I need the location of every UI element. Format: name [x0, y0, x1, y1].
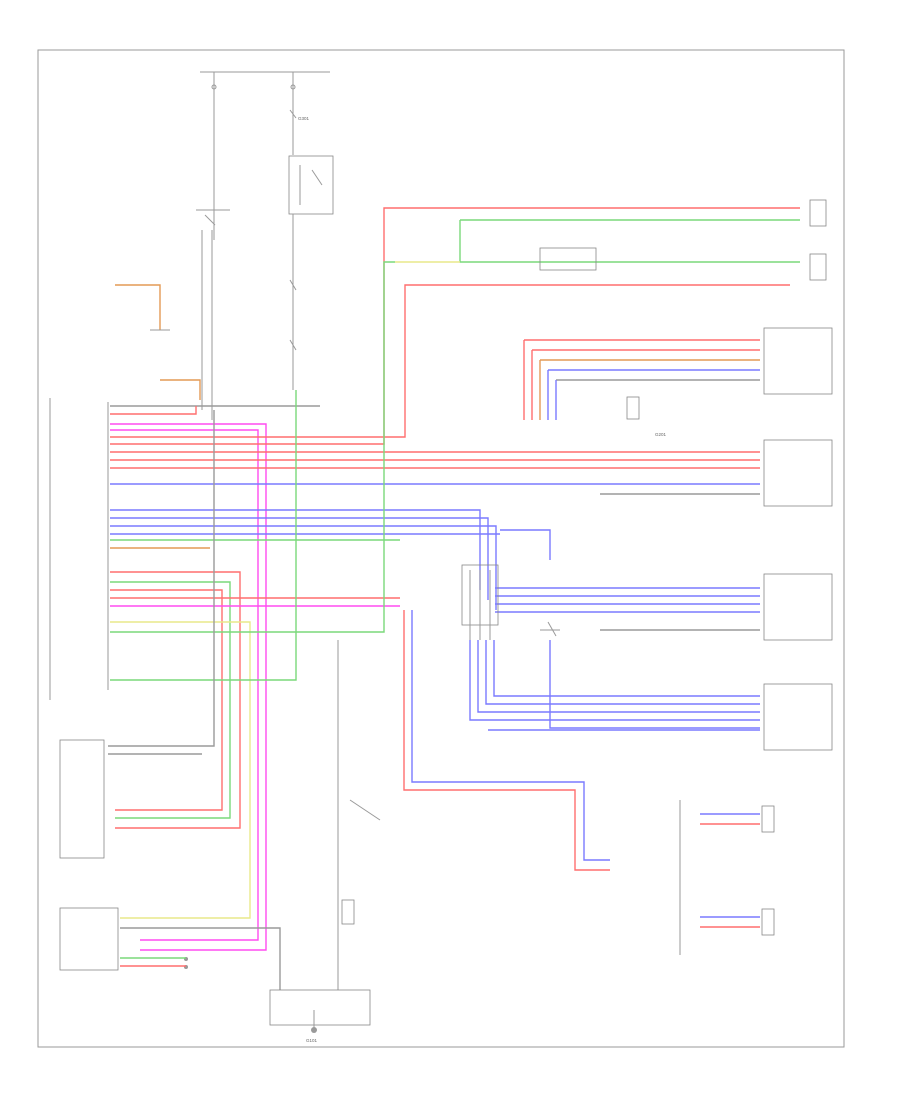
engine-control-module-connection — [115, 284, 201, 400]
rear-tensioner-wires — [403, 610, 775, 955]
left-front-airbag-module — [763, 327, 833, 395]
right-seat-belt-tensioner — [761, 805, 775, 833]
srs-control-unit — [49, 398, 109, 700]
left-curtain-airbag-module — [763, 683, 833, 751]
right-curtain-airbag-module — [763, 573, 833, 641]
ground-switch — [626, 396, 640, 420]
diagram-frame — [37, 49, 845, 1048]
relay-box — [288, 155, 334, 215]
occupant-detection-wires — [110, 261, 400, 919]
buckle-switch-area — [269, 640, 381, 1033]
top-right-connectors — [539, 199, 827, 281]
ground-label-c: G301 — [298, 116, 310, 121]
front-airbag-wires — [110, 207, 800, 951]
passenger-srs-indicator — [59, 410, 215, 859]
ground-symbol — [311, 1027, 317, 1033]
ground-label-b: G201 — [655, 432, 667, 437]
power-supply-area — [196, 71, 334, 420]
right-front-airbag-module — [763, 439, 833, 507]
connector-block — [461, 564, 833, 751]
occupant-sensor-module — [59, 907, 281, 990]
left-seat-belt-tensioner — [761, 908, 775, 936]
curtain-airbag-bus — [110, 509, 833, 641]
left-front-tensioner-wires — [523, 327, 833, 420]
ground-label-a: G101 — [306, 1038, 318, 1043]
side-airbag-bus — [110, 439, 833, 507]
